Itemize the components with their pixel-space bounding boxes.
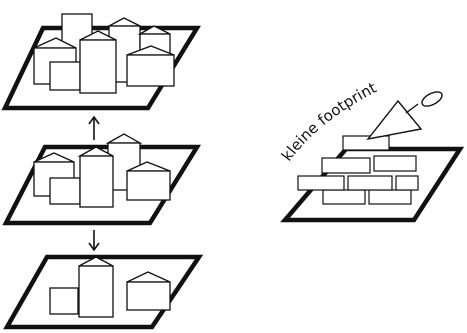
building [79,30,117,94]
trowel-icon [366,91,443,141]
ground-plane [3,254,204,330]
footprint-label: kleine footprint [278,79,380,165]
arrow-down-icon [88,230,100,252]
dense-city-scene [1,13,202,111]
building [105,133,143,191]
arrow-up-icon [88,115,100,140]
brick-wall [297,135,419,205]
building [49,287,79,315]
ground-plane [1,25,202,111]
brick [321,157,371,174]
brick [368,189,412,205]
brick [342,135,390,151]
sparse-city-scene [3,254,204,330]
trowel-blade [366,99,423,141]
building [49,177,81,205]
brick [297,175,345,191]
brick [395,175,419,191]
building [126,161,171,201]
brick [347,175,393,191]
brick [322,189,366,205]
building [49,61,81,91]
brick [373,155,417,172]
trowel-handle [421,91,443,107]
building [126,271,171,311]
small-footprint-scene [280,91,465,223]
ground-plane [280,146,465,223]
medium-city-scene [2,133,202,226]
building [78,256,114,318]
building [126,45,175,87]
ground-plane [2,144,202,226]
building [77,146,114,208]
footprint-label-text: kleine footprint [278,79,380,165]
